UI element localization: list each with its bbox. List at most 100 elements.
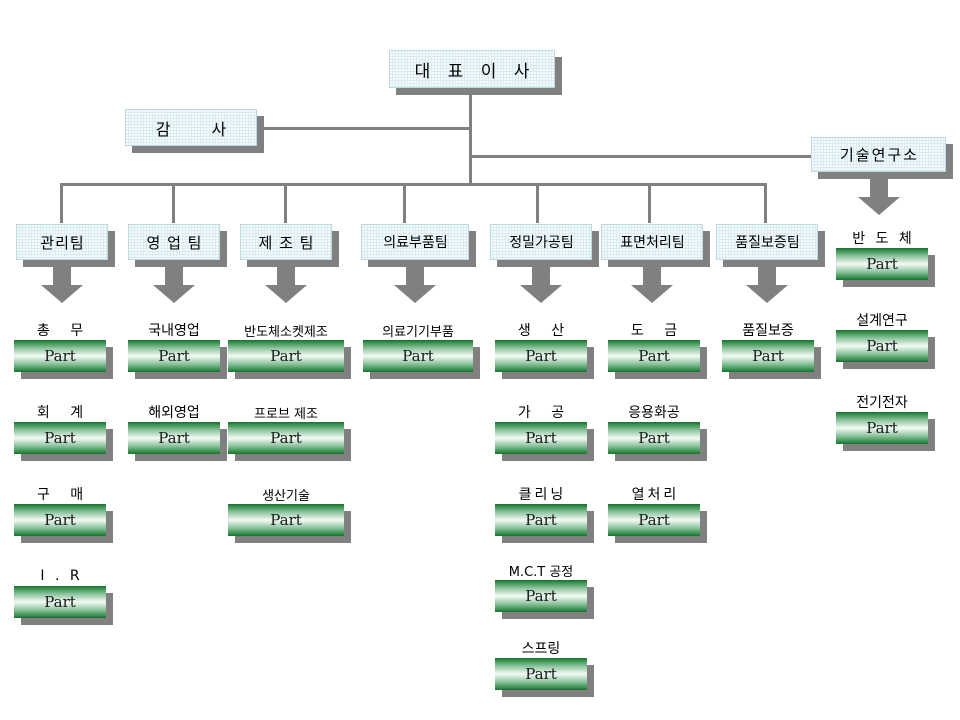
part-label: Part bbox=[228, 422, 344, 454]
node-research-institute-label: 기술연구소 bbox=[811, 137, 946, 172]
part-box-overseas-sales[interactable]: 해외영업 Part bbox=[128, 402, 227, 461]
part-caption: 의료기기부품 bbox=[382, 324, 454, 340]
part-box-domestic-sales[interactable]: 국내영업 Part bbox=[128, 320, 227, 379]
node-team-sales-label: 영 업 팀 bbox=[128, 224, 220, 260]
arrow-down-icon-3 bbox=[264, 267, 308, 303]
part-box-plating[interactable]: 도 금 Part bbox=[608, 320, 707, 379]
node-ceo[interactable]: 대 표 이 사 bbox=[389, 50, 562, 95]
part-box-semiconductor[interactable]: 반 도 체 Part bbox=[836, 228, 935, 287]
part-label: Part bbox=[495, 504, 587, 536]
connector-ceo-trunk bbox=[469, 94, 472, 186]
node-team-management-label: 관리팀 bbox=[16, 224, 108, 260]
part-label: Part bbox=[495, 658, 587, 690]
part-label: Part bbox=[495, 422, 587, 454]
part-caption: 국내영업 bbox=[148, 323, 200, 339]
connector-drop-5 bbox=[536, 183, 539, 223]
node-team-medical-parts[interactable]: 의료부품팀 bbox=[361, 224, 476, 267]
part-caption: 생 산 bbox=[517, 323, 573, 339]
part-caption: 도 금 bbox=[630, 323, 686, 339]
part-box-quality-assurance[interactable]: 품질보증 Part bbox=[722, 320, 821, 379]
node-team-sales[interactable]: 영 업 팀 bbox=[128, 224, 227, 267]
arrow-down-icon-4 bbox=[393, 267, 437, 303]
part-box-probe-mfg[interactable]: 프로브 제조 Part bbox=[228, 402, 351, 461]
node-team-precision-machining-label: 정밀가공팀 bbox=[490, 224, 592, 260]
part-box-heat-treatment[interactable]: 열처리 Part bbox=[608, 484, 707, 543]
part-box-production-technology[interactable]: 생산기술 Part bbox=[228, 484, 351, 543]
node-team-management[interactable]: 관리팀 bbox=[16, 224, 115, 267]
part-caption: 응용화공 bbox=[628, 405, 680, 421]
part-label: Part bbox=[14, 340, 106, 372]
connector-bus-right bbox=[469, 183, 767, 186]
connector-drop-4 bbox=[403, 183, 406, 223]
node-team-quality-assurance[interactable]: 품질보증팀 bbox=[716, 224, 825, 267]
part-label: Part bbox=[128, 340, 220, 372]
arrow-down-icon-2 bbox=[152, 267, 196, 303]
node-auditor[interactable]: 감 사 bbox=[125, 109, 264, 153]
part-box-electrical-electronics[interactable]: 전기전자 Part bbox=[836, 392, 935, 451]
part-box-design-research[interactable]: 설계연구 Part bbox=[836, 310, 935, 369]
part-label: Part bbox=[608, 504, 700, 536]
node-team-manufacturing[interactable]: 제 조 팀 bbox=[240, 224, 339, 267]
part-caption: M.C.T 공정 bbox=[508, 564, 574, 580]
part-caption: 품질보증 bbox=[742, 323, 794, 339]
part-box-applied-chemical[interactable]: 응용화공 Part bbox=[608, 402, 707, 461]
node-auditor-label: 감 사 bbox=[125, 109, 257, 146]
part-box-semiconductor-socket-mfg[interactable]: 반도체소켓제조 Part bbox=[228, 320, 351, 379]
node-team-manufacturing-label: 제 조 팀 bbox=[240, 224, 332, 260]
part-label: Part bbox=[836, 248, 928, 280]
part-caption: 총 무 bbox=[36, 323, 92, 339]
connector-bus bbox=[60, 183, 472, 186]
connector-drop-6 bbox=[648, 183, 651, 223]
part-caption: 열처리 bbox=[631, 487, 680, 503]
part-caption: 구 매 bbox=[36, 487, 92, 503]
part-label: Part bbox=[836, 330, 928, 362]
part-box-production[interactable]: 생 산 Part bbox=[495, 320, 594, 379]
arrow-down-icon-5 bbox=[519, 267, 563, 303]
arrow-down-icon-6 bbox=[630, 267, 674, 303]
node-team-surface-treatment[interactable]: 표면처리팀 bbox=[601, 224, 710, 267]
node-team-quality-assurance-label: 품질보증팀 bbox=[716, 224, 818, 260]
arrow-down-icon-7 bbox=[745, 267, 789, 303]
part-label: Part bbox=[14, 422, 106, 454]
part-label: Part bbox=[722, 340, 814, 372]
part-caption: 반 도 체 bbox=[852, 231, 915, 247]
part-box-medical-device-parts[interactable]: 의료기기부품 Part bbox=[363, 320, 480, 379]
connector-ceo-audit bbox=[262, 127, 472, 130]
connector-drop-7 bbox=[764, 183, 767, 223]
part-label: Part bbox=[228, 504, 344, 536]
part-box-cleaning[interactable]: 클리닝 Part bbox=[495, 484, 594, 543]
arrow-down-icon-1 bbox=[40, 267, 84, 303]
part-label: Part bbox=[128, 422, 220, 454]
node-team-medical-parts-label: 의료부품팀 bbox=[361, 224, 469, 260]
part-caption: 해외영업 bbox=[148, 405, 200, 421]
part-label: Part bbox=[495, 580, 587, 612]
part-box-spring[interactable]: 스프링 Part bbox=[495, 638, 594, 697]
node-team-precision-machining[interactable]: 정밀가공팀 bbox=[490, 224, 599, 267]
part-caption: 스프링 bbox=[521, 641, 561, 657]
part-box-accounting[interactable]: 회 계 Part bbox=[14, 402, 113, 461]
part-box-purchasing[interactable]: 구 매 Part bbox=[14, 484, 113, 543]
part-label: Part bbox=[608, 340, 700, 372]
part-box-general-affairs[interactable]: 총 무 Part bbox=[14, 320, 113, 379]
part-caption: 반도체소켓제조 bbox=[244, 324, 328, 340]
part-caption: 클리닝 bbox=[518, 487, 567, 503]
node-research-institute[interactable]: 기술연구소 bbox=[811, 137, 953, 179]
connector-ceo-lab bbox=[469, 155, 812, 158]
part-caption: I . R bbox=[40, 568, 83, 584]
part-box-ir[interactable]: I . R Part bbox=[14, 566, 113, 625]
node-team-surface-treatment-label: 표면처리팀 bbox=[601, 224, 703, 260]
part-label: Part bbox=[14, 586, 106, 618]
part-caption: 설계연구 bbox=[856, 313, 908, 329]
part-label: Part bbox=[14, 504, 106, 536]
connector-drop-3 bbox=[284, 183, 287, 223]
part-caption: 가 공 bbox=[517, 405, 573, 421]
part-box-machining[interactable]: 가 공 Part bbox=[495, 402, 594, 461]
part-label: Part bbox=[228, 340, 344, 372]
connector-drop-2 bbox=[172, 183, 175, 223]
part-caption: 생산기술 bbox=[262, 488, 310, 504]
part-caption: 회 계 bbox=[36, 405, 92, 421]
part-label: Part bbox=[836, 412, 928, 444]
part-box-mct-process[interactable]: M.C.T 공정 Part bbox=[495, 560, 594, 619]
connector-drop-1 bbox=[60, 183, 63, 223]
